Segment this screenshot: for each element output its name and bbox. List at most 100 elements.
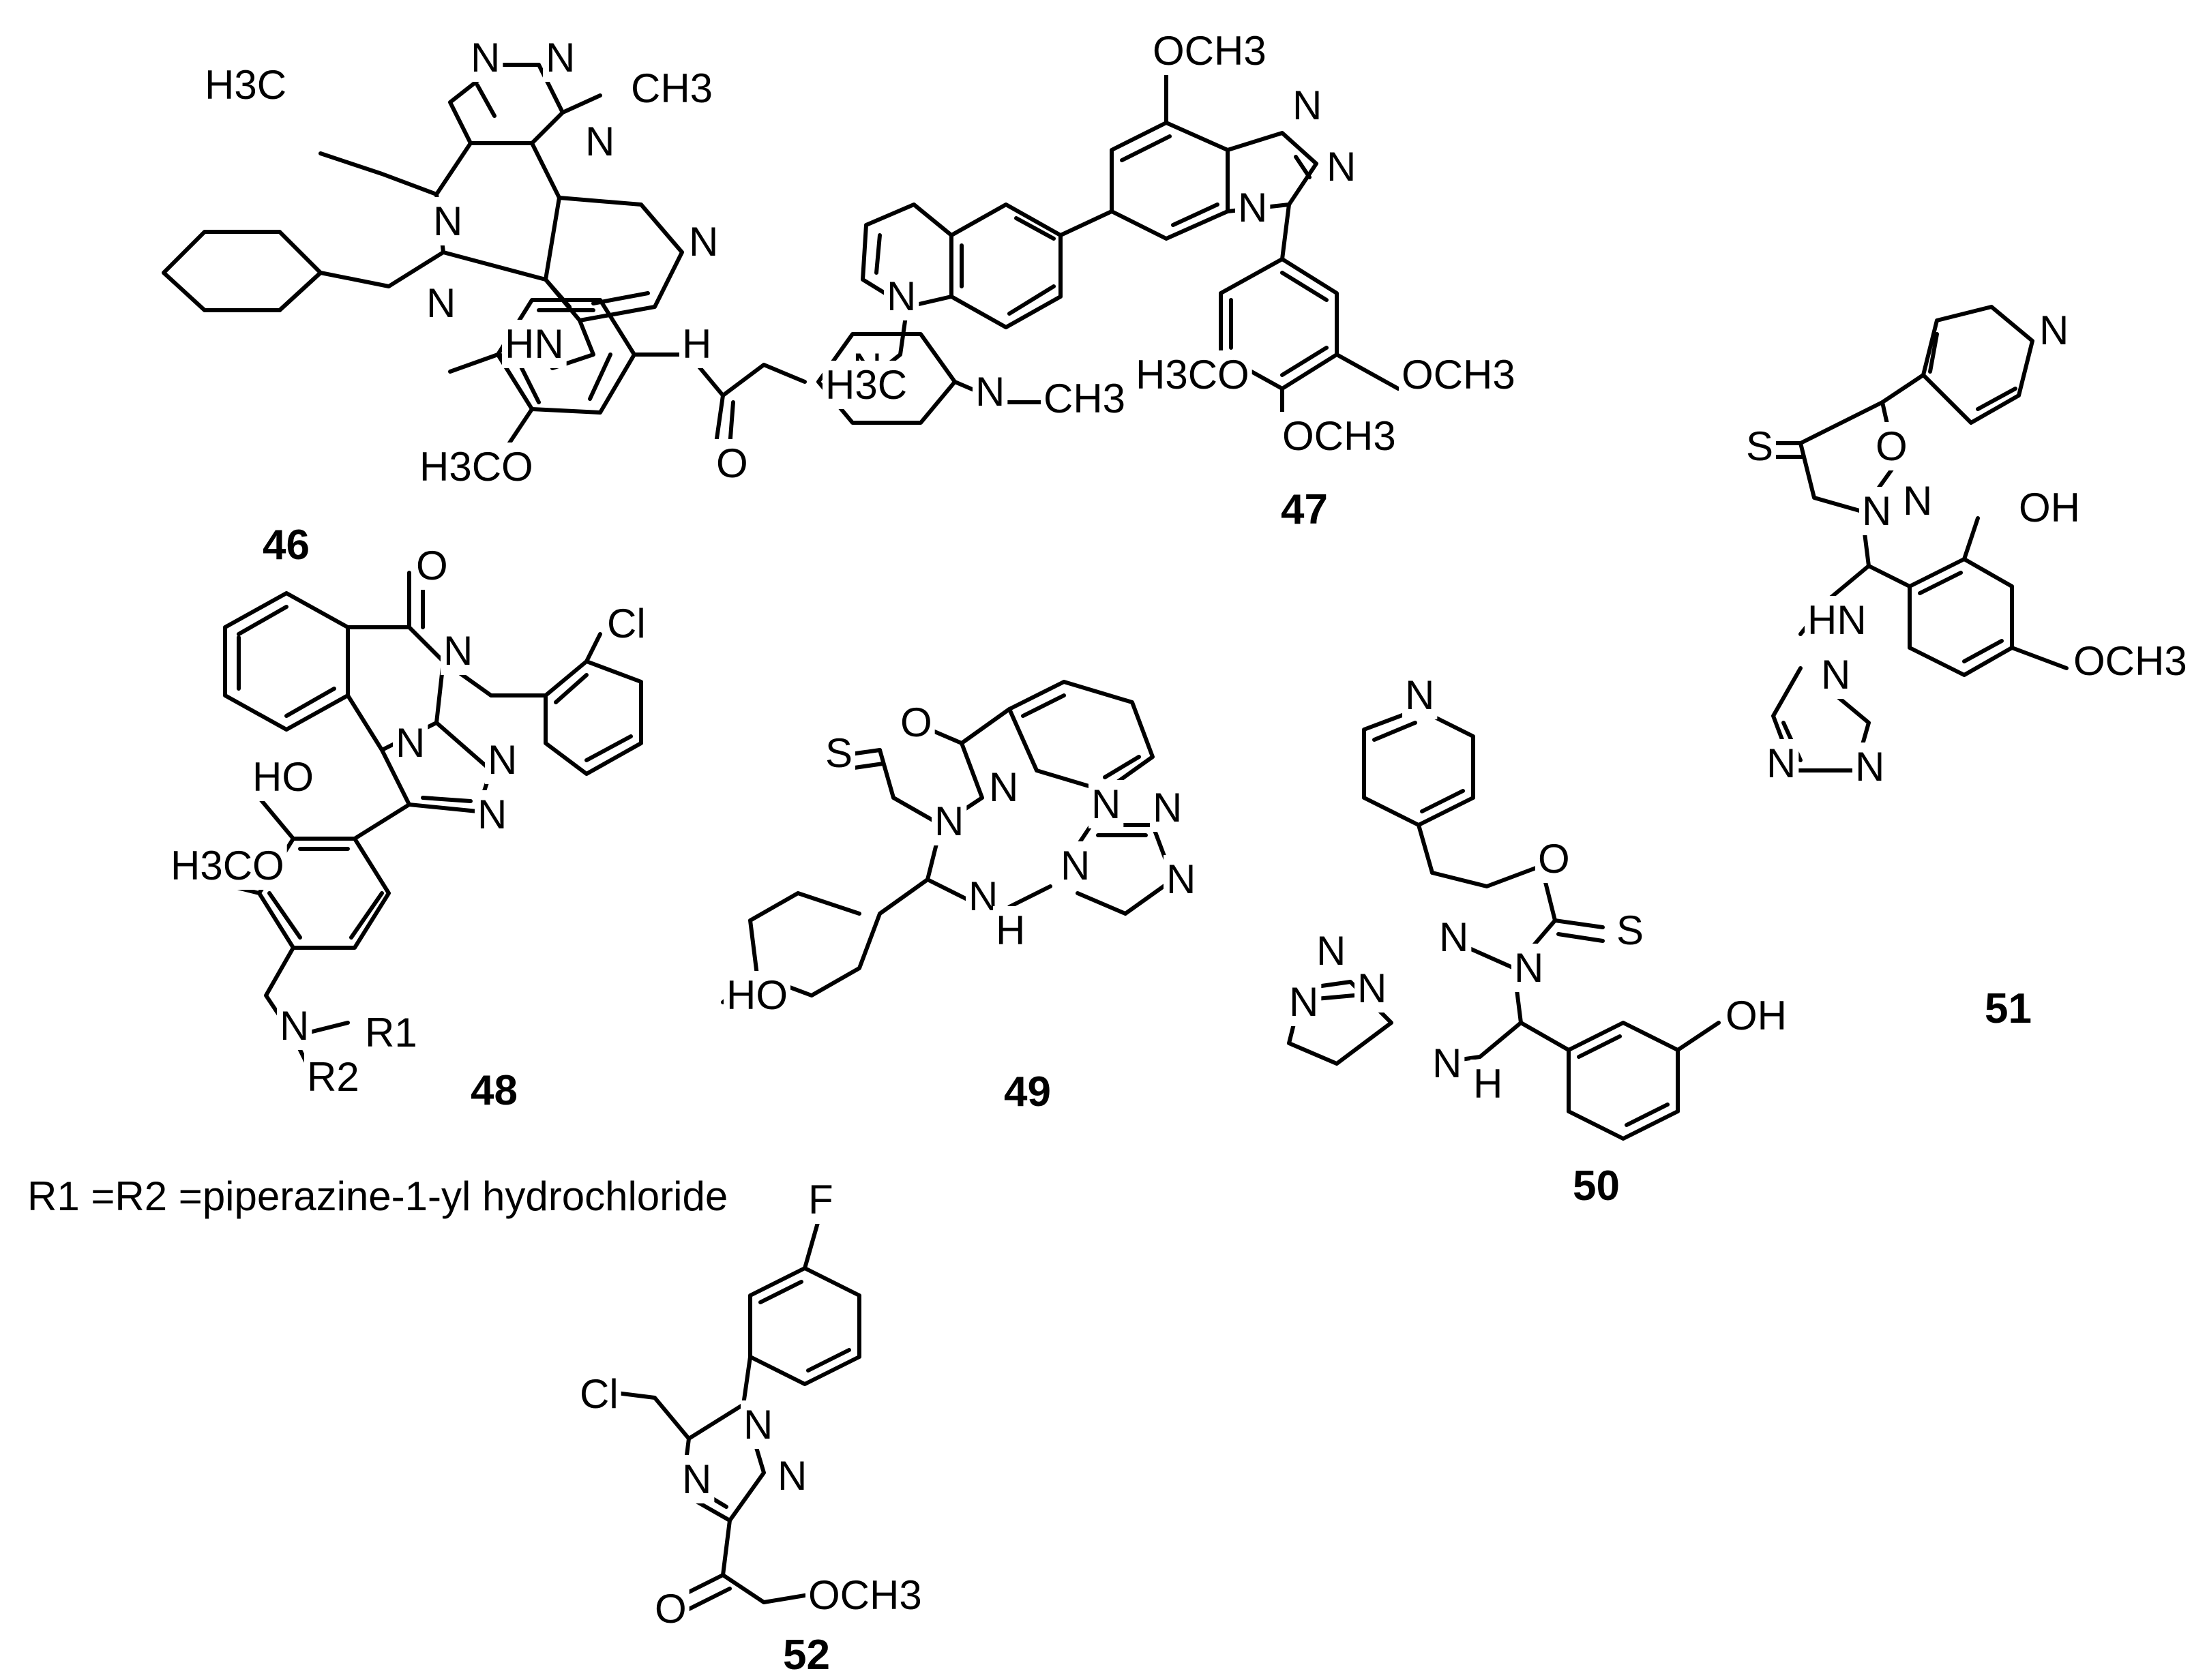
- atom-label: H3C: [205, 62, 286, 108]
- atom-label: S: [825, 730, 853, 776]
- atom-label: O: [655, 1586, 687, 1632]
- atom-label-knockout: [823, 729, 856, 777]
- atom-label-knockout: [1133, 350, 1252, 399]
- atom-label-knockout: [430, 197, 466, 245]
- atom-label-knockout: [1279, 412, 1399, 460]
- atom-label: N: [1316, 928, 1346, 974]
- atom-label-knockout: [1805, 596, 1869, 644]
- atom-label: HO: [252, 754, 314, 800]
- atom-label-knockout: [577, 1370, 621, 1418]
- atom-label: R2: [307, 1054, 359, 1100]
- atom-label-knockout: [724, 971, 790, 1019]
- atom-label-knockout: [686, 217, 722, 266]
- atom-label-knockout: [604, 599, 649, 648]
- substituent-footnote: R1 =R2 =piperazine-1-yl hydrochloride: [27, 1173, 728, 1219]
- atom-label: N: [1766, 740, 1796, 786]
- atom-label: H3C: [825, 362, 907, 408]
- atom-label: N: [1862, 488, 1891, 534]
- atom-label-knockout: [362, 1008, 420, 1057]
- atom-label-knockout: [1402, 671, 1438, 719]
- atom-label: N: [682, 1456, 711, 1502]
- atom-label-knockout: [713, 439, 751, 487]
- atom-label: N: [1289, 979, 1318, 1025]
- atom-label: N: [433, 198, 462, 244]
- atom-label: N: [1327, 144, 1356, 190]
- atom-label-knockout: [1900, 477, 1936, 525]
- atom-label-knockout: [202, 61, 290, 109]
- atom-label: N: [1432, 1040, 1462, 1086]
- atom-label: N: [426, 280, 456, 326]
- atom-label: N: [1903, 478, 1932, 524]
- compound-46-id: 46: [263, 522, 310, 569]
- atom-label: CH3: [631, 65, 713, 111]
- atom-label: OCH3: [1282, 413, 1396, 459]
- compound-52-id: 52: [783, 1632, 830, 1679]
- atom-label-knockout: [1041, 374, 1129, 423]
- atom-label: N: [975, 369, 1005, 415]
- atom-label: CH3: [1043, 376, 1125, 421]
- atom-label: N: [280, 1003, 309, 1049]
- atom-label: N: [743, 1402, 773, 1448]
- compound-46-atoms: NNH3CCH3NNNNHNHNNH3COOCH3: [202, 33, 1129, 491]
- atom-label-knockout: [1873, 422, 1910, 470]
- atom-label-knockout: [805, 1571, 925, 1619]
- compound-49-bonds: [721, 680, 1175, 1004]
- atom-label: N: [1405, 672, 1434, 718]
- atom-label-knockout: [973, 368, 1008, 416]
- atom-label: O: [716, 440, 748, 486]
- atom-label: N: [1061, 843, 1090, 888]
- atom-label-knockout: [417, 442, 536, 491]
- atom-label: N: [488, 737, 517, 783]
- atom-label: N: [1514, 945, 1543, 991]
- atom-label-knockout: [413, 541, 451, 590]
- compound-51-id: 51: [1985, 985, 2032, 1032]
- atom-label: Cl: [580, 1371, 619, 1417]
- atom-label: O: [900, 700, 932, 745]
- atom-label: F: [808, 1177, 833, 1222]
- atom-label: H: [996, 907, 1025, 953]
- atom-label: N: [934, 798, 964, 844]
- atom-label: O: [1538, 836, 1570, 882]
- atom-label-knockout: [168, 841, 287, 890]
- atom-label-knockout: [277, 1002, 312, 1050]
- atom-label-knockout: [1324, 142, 1359, 191]
- atom-label: S: [1616, 907, 1644, 953]
- atom-label: N: [1357, 965, 1387, 1011]
- atom-label: H3CO: [1136, 352, 1249, 397]
- atom-label: OCH3: [1402, 352, 1515, 397]
- atom-label-knockout: [1399, 350, 1518, 399]
- compound-51-bonds: [1751, 305, 2069, 772]
- atom-label-knockout: [2071, 637, 2190, 685]
- compound-48-bonds: [203, 571, 643, 1093]
- atom-label: N: [1292, 82, 1322, 128]
- atom-label-knockout: [424, 279, 459, 327]
- atom-label-knockout: [652, 1585, 690, 1633]
- atom-label-knockout: [679, 320, 715, 368]
- atom-label: OH: [2019, 485, 2080, 530]
- atom-label-knockout: [741, 1400, 776, 1449]
- atom-label-knockout: [1286, 978, 1322, 1026]
- atom-label: H3CO: [171, 843, 284, 888]
- bond-layer: [162, 63, 2069, 1618]
- atom-label: S: [1746, 423, 1773, 469]
- atom-label-knockout: [1859, 487, 1895, 535]
- atom-label-knockout: [1436, 913, 1472, 961]
- atom-label: N: [2039, 308, 2069, 353]
- atom-label: OH: [1725, 993, 1787, 1038]
- atom-label: OCH3: [1153, 28, 1267, 74]
- atom-label-knockout: [1430, 1039, 1465, 1088]
- atom-label: N: [1439, 914, 1468, 960]
- atom-label: H: [682, 321, 711, 367]
- atom-label: N: [777, 1453, 807, 1499]
- atom-label-knockout: [884, 272, 919, 320]
- atom-label-knockout: [1852, 742, 1888, 791]
- atom-label-knockout: [1354, 964, 1390, 1012]
- atom-label-knockout: [485, 736, 520, 784]
- atom-label-knockout: [441, 627, 476, 675]
- atom-label: H3CO: [419, 444, 533, 490]
- atom-label: OCH3: [2073, 638, 2187, 684]
